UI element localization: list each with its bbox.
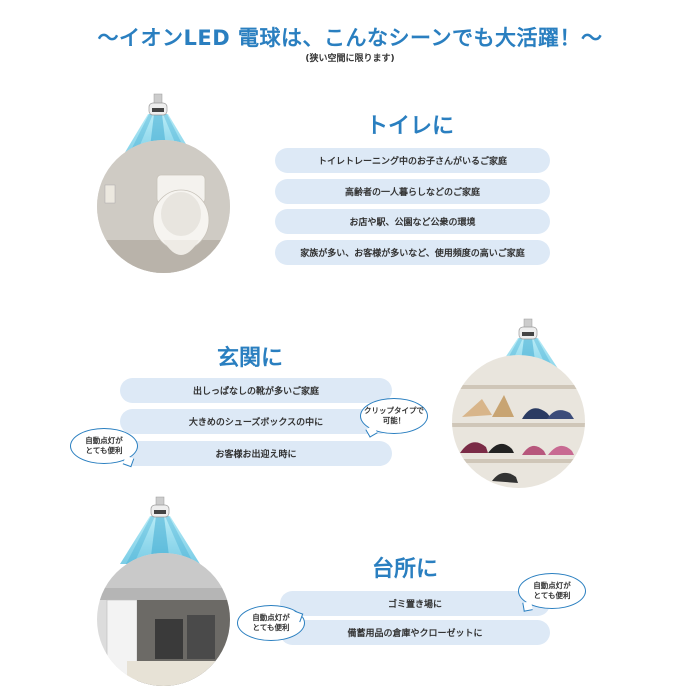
kitchen-photo <box>97 553 230 686</box>
speech-bubble-clip: クリップタイプで 可能！ <box>360 398 428 438</box>
bubble-tail <box>365 425 378 438</box>
bubble-text: 自動点灯が <box>252 613 290 623</box>
toilet-heading: トイレに <box>365 114 454 139</box>
kitchen-item: 備蓄用品の倉庫やクローゼットに <box>280 620 550 645</box>
kitchen-illustration <box>97 553 230 686</box>
speech-bubble-sensor: 自動点灯が とても便利 <box>518 573 586 612</box>
kitchen-heading: 台所に <box>371 557 438 582</box>
entrance-item: お客様お出迎え時に <box>120 441 392 466</box>
shoe-rack-photo <box>452 355 585 488</box>
entrance-item: 出しっぱなしの靴が多いご家庭 <box>120 378 392 403</box>
toilet-photo <box>97 140 230 273</box>
bubble-tail <box>522 601 533 612</box>
bubble-text: 自動点灯が <box>85 436 123 446</box>
page-title: 〜イオンLED 電球は、こんなシーンでも大活躍！〜 <box>97 26 603 50</box>
bubble-text: クリップタイプで <box>364 406 424 416</box>
bubble-text: 自動点灯が <box>533 581 571 591</box>
entrance-heading: 玄関に <box>216 346 283 371</box>
bubble-text: とても便利 <box>533 591 571 600</box>
bubble-text: とても便利 <box>252 623 290 632</box>
bubble-text: とても便利 <box>85 446 123 455</box>
led-bulb-light-icon <box>120 496 200 564</box>
toilet-item: トイレトレーニング中のお子さんがいるご家庭 <box>275 148 550 173</box>
toilet-illustration <box>97 140 230 273</box>
kitchen-item: ゴミ置き場に <box>280 591 550 616</box>
toilet-item: お店や駅、公園など公衆の環境 <box>275 209 550 234</box>
shoe-rack-illustration <box>452 355 585 488</box>
toilet-item: 高齢者の一人暮らしなどのご家庭 <box>275 179 550 204</box>
toilet-item: 家族が多い、お客様が多いなど、使用頻度の高いご家庭 <box>275 240 550 265</box>
page-subtitle: (狭い空間に限ります) <box>305 54 395 64</box>
speech-bubble-sensor: 自動点灯が とても便利 <box>237 605 305 641</box>
bubble-tail <box>291 610 304 623</box>
entrance-item: 大きめのシューズボックスの中に <box>120 409 392 434</box>
speech-bubble-sensor: 自動点灯が とても便利 <box>70 428 138 468</box>
bubble-text: 可能！ <box>382 416 406 425</box>
